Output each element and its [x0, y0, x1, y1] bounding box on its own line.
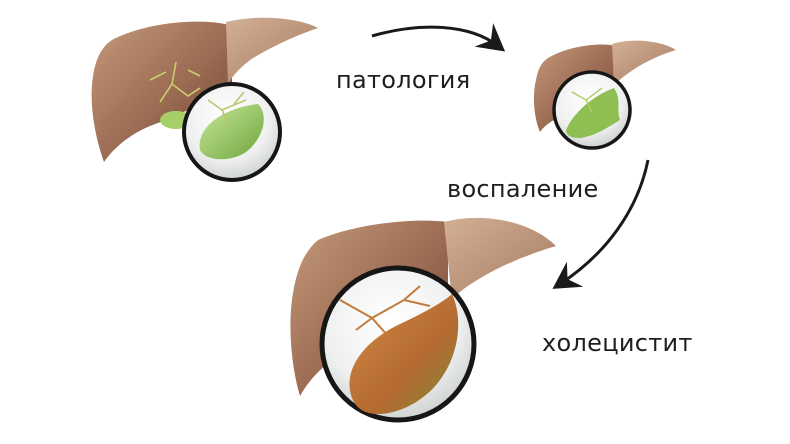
liver-right-lobe — [91, 21, 232, 162]
liver-left-lobe-small — [612, 40, 676, 86]
arrow-to-inflammation — [371, 23, 506, 52]
lens-bile-ducts-small — [571, 87, 603, 113]
gallbladder-irregular — [566, 88, 620, 138]
lens-bile-ducts-large — [339, 285, 431, 337]
label-inflammation: воспаление — [447, 175, 599, 203]
inflamed-liver-illustration — [533, 40, 676, 150]
cholecystitis-liver-illustration — [290, 217, 556, 423]
gallbladder-inflamed — [349, 294, 459, 414]
label-cholecystitis: холецистит — [542, 329, 693, 357]
liver-left-lobe — [226, 17, 318, 85]
bile-duct-network — [149, 61, 201, 103]
arrow-to-cholecystitis — [552, 159, 650, 289]
gallbladder-healthy — [199, 104, 264, 160]
label-pathology: патология — [336, 66, 471, 94]
lens-bile-ducts — [207, 91, 247, 125]
liver-left-lobe-large — [444, 217, 556, 300]
healthy-liver-illustration — [91, 17, 318, 182]
